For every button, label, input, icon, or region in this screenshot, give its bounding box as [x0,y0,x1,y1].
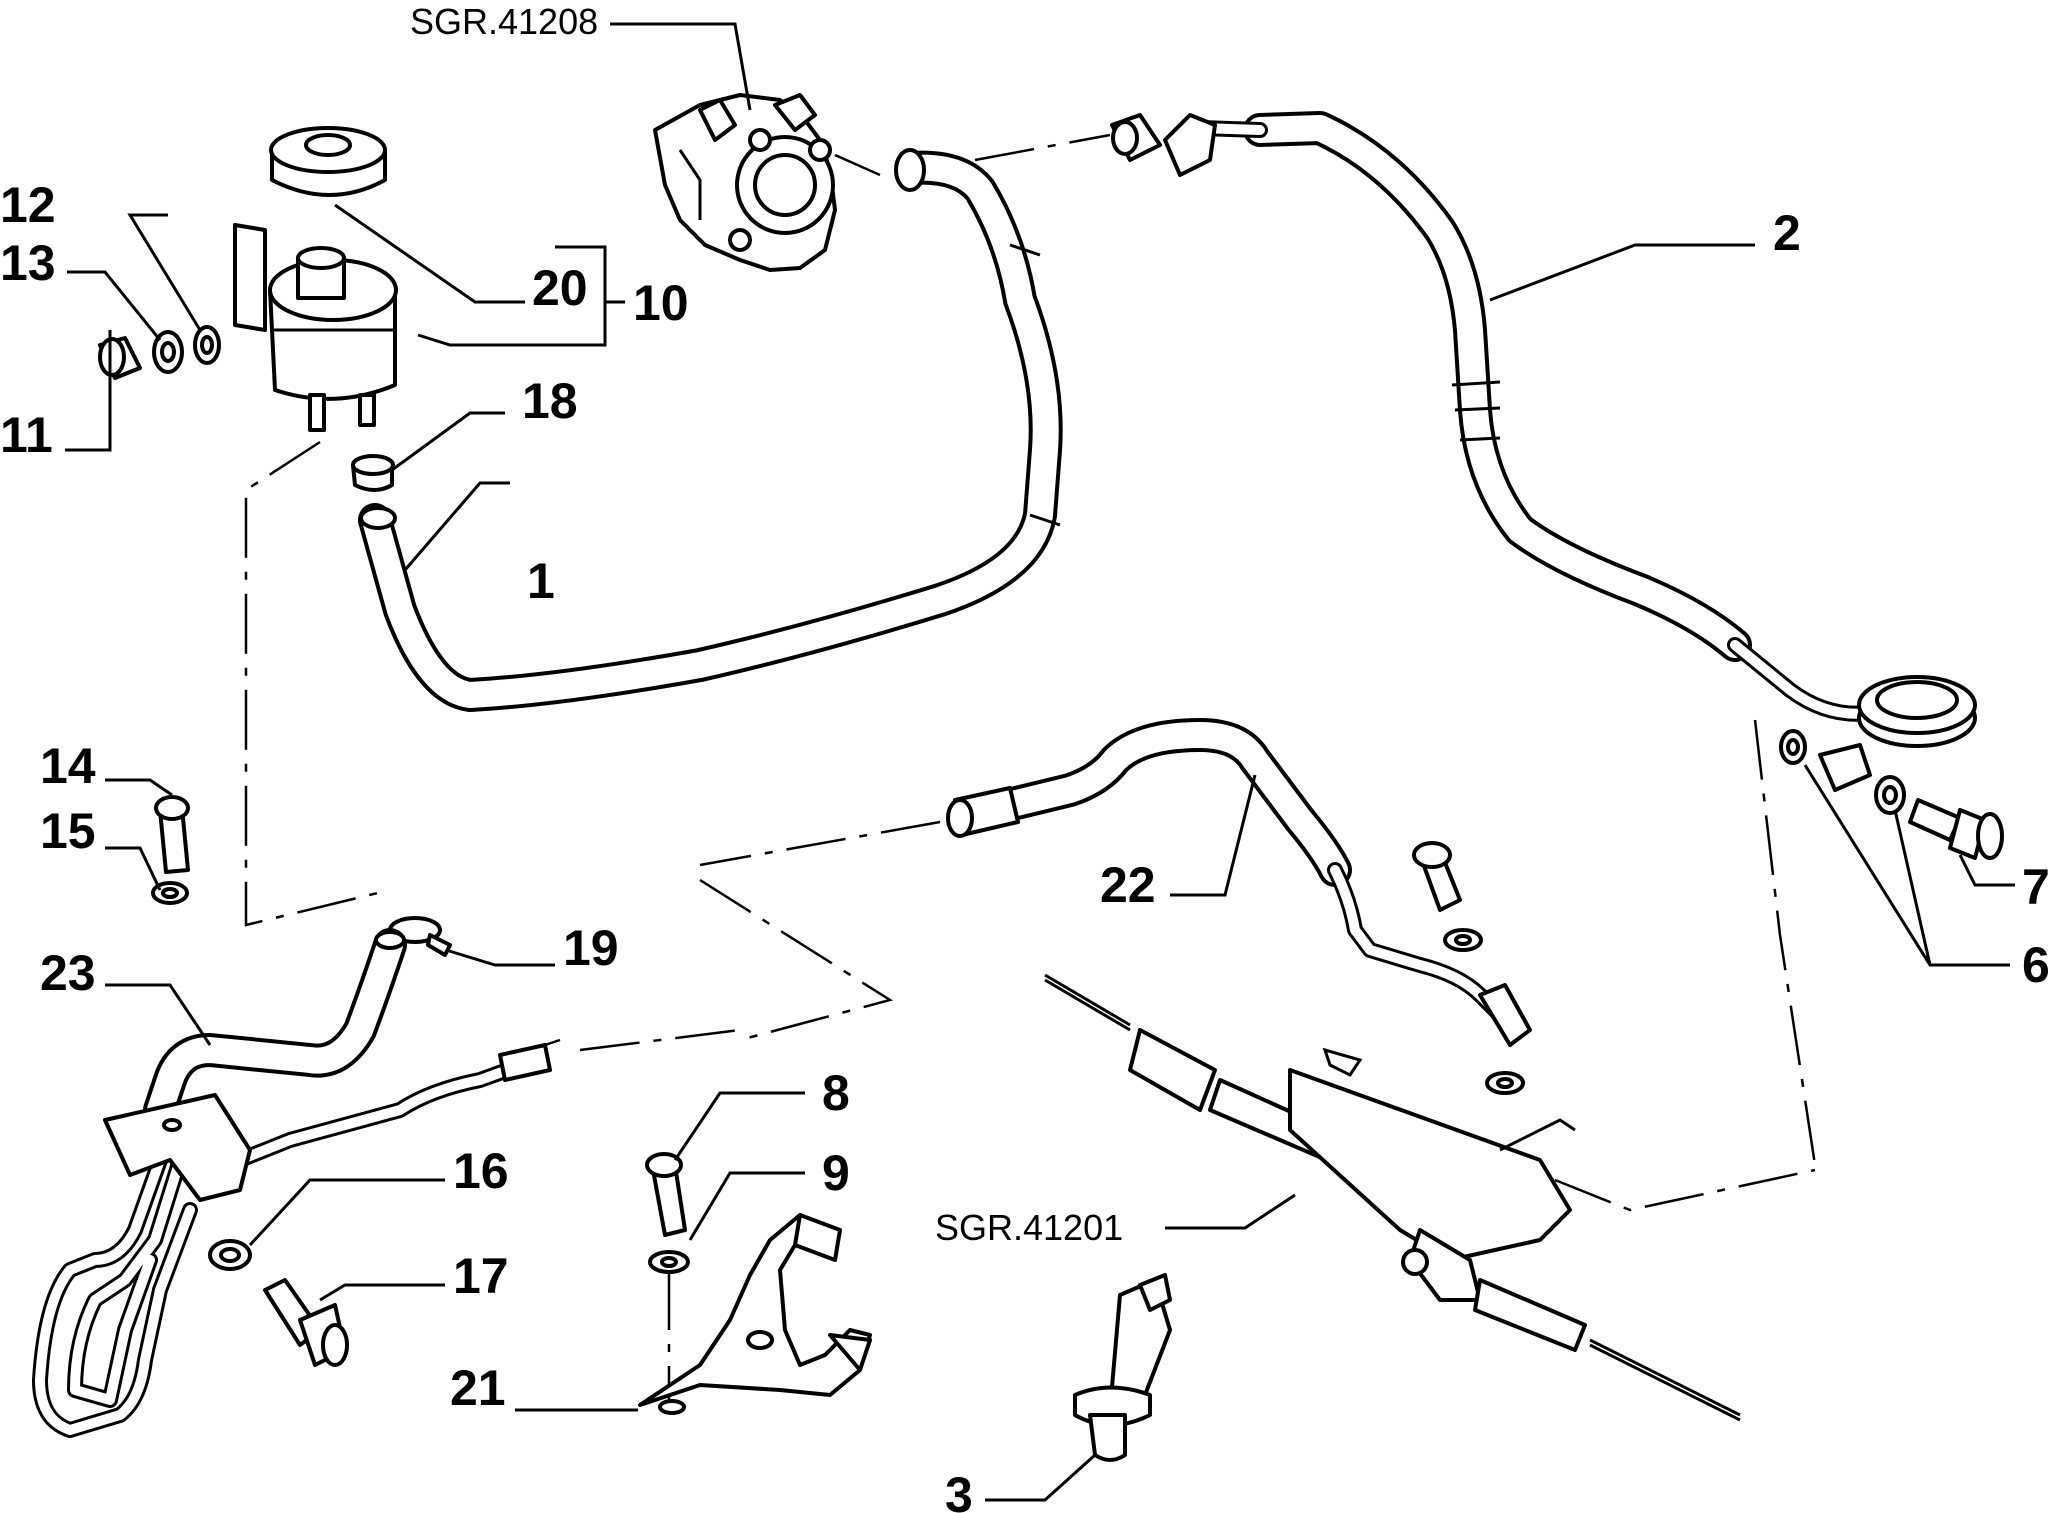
label-part-3: 3 [945,1467,973,1513]
label-part-14: 14 [40,738,96,794]
label-sgr-41208: SGR.41208 [410,1,598,42]
mounting-bracket-21 [638,1213,872,1415]
washer-13 [152,330,184,374]
pressure-pipe-22 [946,718,1532,1047]
hose-clamp-19 [388,916,452,957]
clip-bracket-3 [1073,1273,1172,1462]
label-part-2: 2 [1773,205,1801,261]
label-part-21: 21 [450,1360,506,1416]
label-part-23: 23 [40,945,96,1001]
label-part-12: 12 [0,177,56,233]
label-part-7: 7 [2022,859,2050,915]
bolt-8 [645,1152,687,1237]
label-part-22: 22 [1100,857,1156,913]
label-part-8: 8 [822,1065,850,1121]
label-part-10: 10 [633,275,689,331]
pressure-pipe-2 [1110,111,1977,792]
power-steering-pump [653,93,837,272]
bolt-17 [263,1278,349,1367]
label-part-6: 6 [2022,937,2050,993]
label-part-11: 11 [0,407,53,463]
washer-6b [1874,775,1906,815]
washer-9 [648,1250,690,1274]
washer-6a [1779,729,1807,765]
cooler-pipe-23 [32,928,552,1438]
leader-lines [65,22,2015,1502]
washer-12 [193,325,221,365]
steering-rack [1044,973,1741,1422]
reservoir-cap [269,126,387,197]
washer-15 [151,881,189,905]
washer-16 [208,1239,252,1271]
fluid-reservoir [233,223,398,432]
bolt-near-22 [1412,841,1483,952]
label-part-16: 16 [453,1143,509,1199]
banjo-bolt-7 [1908,798,2004,860]
label-part-9: 9 [822,1145,850,1201]
label-part-17: 17 [453,1248,509,1304]
washer-near-rack [1485,1071,1525,1095]
return-hose-1 [358,148,1063,712]
label-part-20: 20 [532,260,588,316]
label-part-15: 15 [40,803,96,859]
hose-clamp-18 [351,454,395,492]
label-sgr-41201: SGR.41201 [935,1207,1123,1248]
label-part-19: 19 [563,920,619,976]
washer-11 [98,336,142,380]
label-part-18: 18 [522,373,578,429]
bolt-14 [154,795,190,874]
label-part-13: 13 [0,235,56,291]
label-part-1: 1 [527,553,555,609]
